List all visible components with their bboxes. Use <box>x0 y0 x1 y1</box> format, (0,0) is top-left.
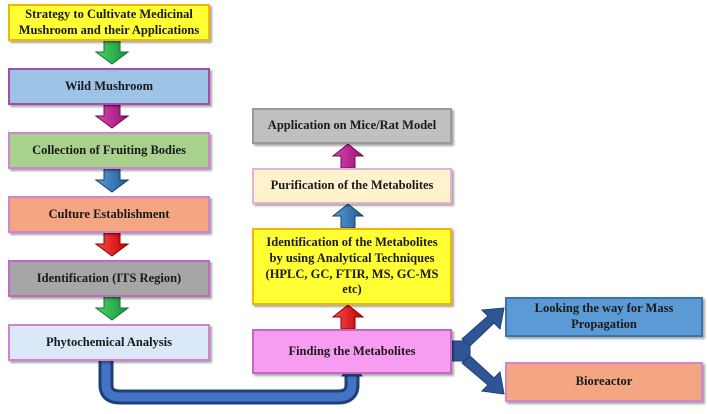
arrow-to-mass-propagation <box>461 307 505 347</box>
node-purification: Purification of the Metabolites <box>252 168 452 204</box>
node-collection-label: Collection of Fruiting Bodies <box>32 142 186 157</box>
node-identification-its: Identification (ITS Region) <box>8 260 210 297</box>
node-identification-its-label: Identification (ITS Region) <box>36 270 182 285</box>
node-bioreactor-label: Bioreactor <box>575 374 633 389</box>
arrow-culture-to-identification <box>94 232 130 257</box>
node-culture-label: Culture Establishment <box>48 206 170 221</box>
node-purification-label: Purification of the Metabolites <box>270 178 434 193</box>
arrow-identification-to-phytochemical <box>94 296 130 321</box>
node-culture: Culture Establishment <box>8 196 210 233</box>
arrow-wild-to-collection <box>94 104 130 129</box>
node-strategy-label: Strategy to Cultivate Medicinal Mushroom… <box>18 6 200 37</box>
arrow-techniques-to-purification <box>331 203 365 229</box>
node-techniques-label: Identification of the Metabolites by usi… <box>265 235 439 297</box>
node-techniques: Identification of the Metabolites by usi… <box>252 228 452 305</box>
node-finding: Finding the Metabolites <box>252 329 452 374</box>
arrow-finding-to-techniques <box>331 304 365 330</box>
arrow-purification-to-application <box>331 143 365 169</box>
node-phytochemical: Phytochemical Analysis <box>8 324 210 361</box>
node-bioreactor: Bioreactor <box>505 362 703 402</box>
node-phytochemical-label: Phytochemical Analysis <box>45 334 173 349</box>
arrow-to-bioreactor <box>461 355 505 395</box>
node-mass-propagation: Looking the way for Mass Propagation <box>505 297 703 337</box>
arrow-strategy-to-wild <box>94 40 130 65</box>
node-wild-mushroom-label: Wild Mushroom <box>64 78 154 93</box>
arrow-collection-to-culture <box>94 168 130 193</box>
node-collection: Collection of Fruiting Bodies <box>8 132 210 169</box>
node-strategy: Strategy to Cultivate Medicinal Mushroom… <box>8 4 210 41</box>
node-wild-mushroom: Wild Mushroom <box>8 68 210 105</box>
node-application-label: Application on Mice/Rat Model <box>267 118 437 133</box>
node-mass-propagation-label: Looking the way for Mass Propagation <box>534 301 674 331</box>
node-finding-label: Finding the Metabolites <box>288 343 416 358</box>
node-application: Application on Mice/Rat Model <box>252 108 452 144</box>
